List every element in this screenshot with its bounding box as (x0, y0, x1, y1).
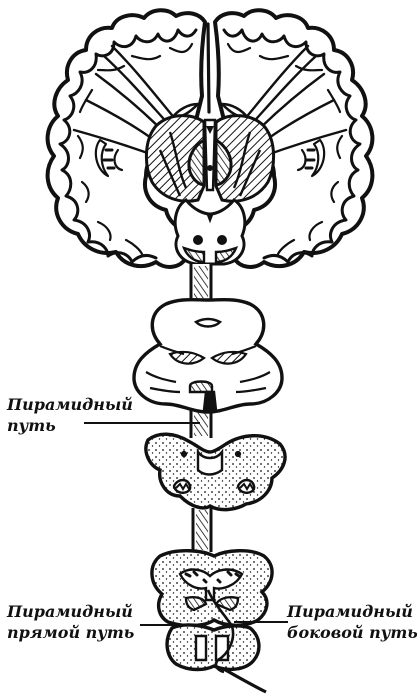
midbrain (175, 200, 245, 264)
medulla (146, 434, 285, 509)
longitudinal-fissure (208, 24, 209, 112)
label-pyramidal-tract: Пирамидный путь (7, 394, 133, 436)
fourth-ventricle (196, 319, 220, 327)
tract-upper-band-fill (194, 266, 208, 300)
label-direct-line1: Пирамидный (7, 601, 134, 622)
medulla-dot-right (235, 451, 240, 456)
basal-ganglia (146, 116, 273, 202)
left-red-nucleus (194, 236, 203, 245)
label-lateral-line2: боковой путь (287, 622, 417, 643)
label-direct-tract: Пирамидный прямой путь (7, 601, 134, 643)
pons (134, 300, 282, 412)
label-lateral-line1: Пирамидный (287, 601, 417, 622)
medulla-dot-left (181, 451, 186, 456)
pons-median (204, 392, 216, 410)
right-red-nucleus (218, 236, 227, 245)
spinal-cord (152, 551, 272, 626)
midline-dot (207, 165, 213, 171)
pons-tract-cap (190, 382, 212, 393)
label-pyramidal-line2: путь (7, 415, 133, 436)
label-lateral-tract: Пирамидный боковой путь (287, 601, 417, 643)
descending-nerve (222, 668, 266, 692)
label-direct-line2: прямой путь (7, 622, 134, 643)
label-pyramidal-line1: Пирамидный (7, 394, 133, 415)
midbrain-outline (175, 200, 245, 264)
tract-lower-band-fill (196, 510, 208, 550)
lower-segment-outline (167, 625, 259, 670)
